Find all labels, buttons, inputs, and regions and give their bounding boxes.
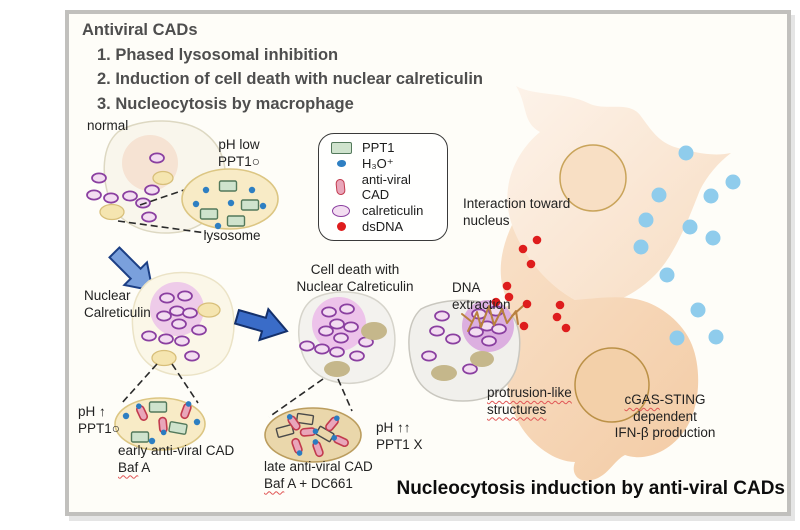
- calreticulin-icon: [332, 204, 350, 217]
- early-cad-text: early anti-viral CAD: [118, 443, 235, 458]
- header-item-1: 1. Phased lysosomal inhibition: [97, 45, 339, 64]
- dashed-cone-early: [120, 363, 199, 405]
- ph-upup-label: pH ↑↑ PPT1 X: [376, 420, 423, 452]
- cgas-label: cGAS-STING dependent IFN-β production: [595, 392, 735, 442]
- macrophage-cell: [465, 86, 731, 481]
- dashed-cone-late: [268, 378, 353, 418]
- baf-a-rest: A: [138, 459, 151, 475]
- legend-label: calreticulin: [362, 203, 424, 219]
- anti-viral-cad-icon: [335, 179, 347, 196]
- dashed-cone-normal: [117, 189, 207, 234]
- cgas-line-3: IFN-β production: [614, 425, 716, 440]
- normal-label: normal: [87, 118, 129, 133]
- nuclear-calreticulin-label: Nuclear Calreticulin: [84, 288, 151, 320]
- figure-footer-title: Nucleocytosis induction by anti-viral CA…: [396, 478, 785, 499]
- legend-row-dsdna: dsDNA: [329, 219, 441, 234]
- cell-death-cell: [298, 291, 396, 385]
- legend-row-cad: anti-viral CAD: [329, 172, 441, 202]
- late-cad-text: late anti-viral CAD: [264, 459, 373, 474]
- protrusion-structures: [461, 305, 524, 332]
- protrusion-line-2: structures: [487, 401, 547, 417]
- legend-row-ppt1: PPT1: [329, 140, 441, 155]
- protrusion-line-1: protrusion-like: [487, 385, 572, 400]
- baf-dc661-rest: A + DC661: [284, 475, 353, 491]
- cgas-word: cGAS: [624, 392, 660, 407]
- header-item-3: 3. Nucleocytosis by macrophage: [97, 94, 354, 113]
- header-title: Antiviral CADs: [82, 21, 198, 39]
- cgas-line-2: dependent: [633, 408, 697, 424]
- lysosome-zoom-normal: [181, 168, 279, 230]
- ppt1-icon: [330, 141, 352, 154]
- macrophage-nucleus-upper: [559, 144, 627, 212]
- legend-row-hydronium: H₃O⁺: [329, 156, 441, 172]
- baf-dc661-word: Baf: [264, 475, 285, 491]
- legend-row-calreticulin: calreticulin: [329, 203, 441, 218]
- arrow-step-1: [108, 246, 154, 292]
- legend-label: H₃O⁺: [362, 155, 394, 171]
- late-cad-label: late anti-viral CAD Baf A + DC661: [264, 459, 373, 492]
- interaction-label: Interaction toward nucleus: [463, 196, 571, 228]
- macrophage-nucleus-lower: [574, 347, 650, 423]
- late-lysosome: [264, 407, 362, 463]
- header-item-2: 2. Induction of cell death with nuclear …: [97, 70, 483, 88]
- cgas-rest: -STING: [659, 392, 706, 407]
- hydronium-icon: [336, 160, 346, 168]
- nuclear-calreticulin-cell: [131, 271, 235, 377]
- figure-header: Antiviral CADs 1. Phased lysosomal inhib…: [82, 18, 483, 116]
- legend-label: dsDNA: [362, 218, 404, 234]
- dsdna-icon: [336, 221, 346, 231]
- early-lysosome: [114, 397, 206, 451]
- lysosome-label: lysosome: [203, 228, 261, 243]
- dna-extraction-label: DNA extraction: [452, 280, 511, 312]
- legend-box: PPT1 H₃O⁺ anti-viral CAD calreticulin ds…: [318, 133, 448, 241]
- ph-low-label: pH low PPT1○: [218, 137, 260, 169]
- ph-up-label: pH ↑ PPT1○: [78, 404, 120, 436]
- legend-label: PPT1: [362, 140, 395, 156]
- cell-death-label: Cell death with Nuclear Calreticulin: [296, 262, 414, 294]
- arrow-step-2: [233, 307, 289, 342]
- protrusion-label: protrusion-like structures: [487, 385, 572, 418]
- early-cad-label: early anti-viral CAD Baf A: [118, 443, 234, 476]
- legend-label: anti-viral CAD: [361, 172, 411, 203]
- baf-a-word: Baf: [118, 459, 139, 475]
